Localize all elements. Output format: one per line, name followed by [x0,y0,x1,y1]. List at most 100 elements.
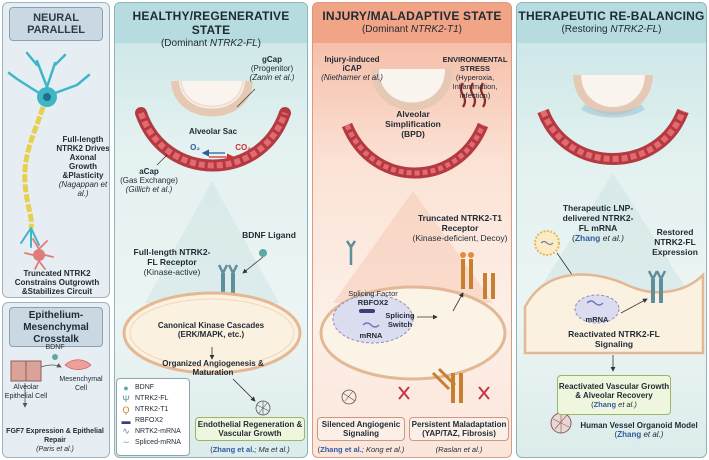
spliced-mrna-icon: ∼ [122,437,130,447]
bdnf-small-label: BDNF [45,344,65,351]
injury-panel: INJURY/MALADAPTIVE STATE (Dominant NTRK2… [312,2,512,458]
restored-expression-label: Restored NTRK2-FL Expression [652,227,698,257]
zoom-cone [333,191,493,303]
therapeutic-title: THERAPEUTIC RE-BALANCING [518,9,705,23]
vascular-recovery-box: Reactivated Vascular Growth & Alveolar R… [557,375,671,415]
alveolar-sac-label: Alveolar Sac [188,127,238,136]
ntrk2-fl-small-icon [345,240,357,265]
legend-item: ∼Spliced-mRNA [122,437,181,447]
bdnf-dot-icon [52,354,58,360]
therapeutic-mrna-label: mRNA [585,315,609,324]
emc-title-box: Epithelium- Mesenchymal Crosstalk [9,307,103,347]
ntrk2-t1-receptor-icon [460,252,495,299]
persistent-maladaptation-box: Persistent Maladaptation (YAP/TAZ, Fibro… [409,417,509,441]
cascade-label: Canonical Kinase Cascades (ERK/MAPK, etc… [157,321,265,339]
emc-title-line1: Epithelium- [28,310,84,321]
organoid-label: Human Vessel Organoid Model(Zhang et al.… [580,421,698,439]
alveolar-cell-label: Alveolar Epithelial Cell [4,384,48,400]
bdnf-icon: ● [123,382,129,393]
healthy-subtitle: (Dominant NTRK2-FL) [160,38,262,49]
ntrk2-fl-icon: Ψ [122,393,130,404]
restored-receptor-icon [647,270,667,303]
healthy-header: HEALTHY/REGENERATIVE STATE (Dominant NTR… [115,3,307,49]
t1-dimers-icon [431,367,463,403]
legend-item: ●BDNF [121,382,185,393]
nucleus-cell-icon [319,285,507,381]
legend-item: ∿NRTK2-mRNA [122,426,181,436]
neural-parallel-title: NEURAL PARALLEL [27,12,85,36]
environmental-stress-label: ENVIRONMENTAL STRESS(Hyperoxia, Inflamma… [442,55,508,100]
mrna-icon [362,322,380,328]
truncated-ntrk2-label: Truncated NTRK2 Constrains Outgrowth &St… [14,269,100,296]
mesenchymal-cell-label: Mesenchymal Cell [59,376,103,392]
neural-parallel-title-box: NEURAL PARALLEL [9,7,103,41]
therapeutic-header: THERAPEUTIC RE-BALANCING (Restoring NTRK… [517,3,706,43]
injury-illustration [319,68,507,405]
emc-illustration [10,354,92,408]
healthy-citation: (Zhang et al.; Ma et al.) [210,445,290,454]
neural-parallel-panel: NEURAL PARALLEL Full-length NTRK2 Drives… [2,2,110,298]
capillary-icon [135,107,291,172]
simplified-alveolus-icon [371,68,453,111]
emc-title-line3: Crosstalk [33,334,79,345]
lnp-label: Therapeutic LNP-delivered NTRK2-FL mRNA(… [562,203,634,243]
alveolar-cell-icon [10,360,42,382]
rbfox2-icon: ▬ [121,415,131,426]
injury-subtitle: (Dominant NTRK2-T1) [361,24,463,35]
zoom-cone [145,181,279,303]
therapeutic-illustration [523,74,705,434]
mesenchymal-cell-icon [64,359,92,370]
healthy-neuron-icon [7,51,91,248]
zoom-cone [537,173,689,293]
o2-label: O₂ [190,143,200,152]
restored-cell-icon [523,271,705,355]
ntrk2-mrna-icon: ∿ [122,426,130,436]
silenced-signaling-box: Silenced Angiogenic Signaling [317,417,405,441]
icap-label: Injury-induced iCAP(Niethamer et al.) [321,55,383,82]
fgf7-label: FGF7 Expression & Epithelial Repair(Pari… [6,428,104,453]
bdnf-ligand-label: BDNF Ligand [242,230,296,240]
emc-panel: Epithelium- Mesenchymal Crosstalk BDNF A… [2,302,110,458]
gcap-label: gCap(Progenitor)(Zanin et al.) [249,55,295,82]
co2-label: CO₂ [235,143,251,152]
injury-title: INJURY/MALADAPTIVE STATE [322,9,502,23]
tangled-vessel-icon [341,389,357,405]
reactivated-signaling-label: Reactivated NTRK2-FL Signaling [568,329,660,349]
therapeutic-panel: THERAPEUTIC RE-BALANCING (Restoring NTRK… [516,2,707,458]
full-length-ntrk2-label: Full-length NTRK2 Drives Axonal Growth &… [56,135,110,198]
endothelial-regeneration-box: Endothelial Regeneration & Vascular Grow… [195,417,305,441]
healthy-title: HEALTHY/REGENERATIVE STATE [132,9,290,37]
injury-citation-right: (Raslan et al.) [435,445,483,454]
restored-capillary-icon [537,108,689,165]
acap-label: aCap(Gas Exchange)(Gillich et al.) [120,167,178,194]
injury-header: INJURY/MALADAPTIVE STATE (Dominant NTRK2… [313,3,511,43]
vessel-organoid-icon [255,400,271,416]
truncated-neuron-icon [24,238,54,270]
ntrk2-t1-icon: Ϙ [122,404,130,415]
truncated-receptor-label: Truncated NTRK2-T1 Receptor(Kinase-defic… [412,213,508,243]
therapeutic-subtitle: (Restoring NTRK2-FL) [561,24,662,35]
alveolar-simplification-label: Alveolar Simplification(BPD) [385,109,441,139]
healthy-illustration [122,80,302,416]
injury-citation-left: (Zhang et al.; Kong et al.) [317,445,405,454]
cell-membrane-icon [122,291,302,375]
alveolar-sac-icon [171,80,253,117]
legend-item: ▬RBFOX2 [121,415,164,426]
splicing-switch-label: Splicing Switch [385,311,415,329]
damaged-capillary-icon [341,122,489,179]
organoid-icon [550,412,572,434]
rbfox2-protein-icon [359,309,375,313]
stress-waves-icon [459,82,487,108]
inhibition-x-icon [398,386,490,400]
lnp-icon [534,230,560,256]
full-length-receptor-label: Full-length NTRK2-FL Receptor(Kinase-act… [133,247,211,277]
emc-title-line2: Mesenchymal [23,322,89,333]
restored-alveolus-icon [573,74,653,118]
mrna-label: mRNA [359,331,383,340]
neuron-illustration [7,51,91,270]
angiogenesis-label: Organized Angiogenesis & Maturation [162,359,264,377]
